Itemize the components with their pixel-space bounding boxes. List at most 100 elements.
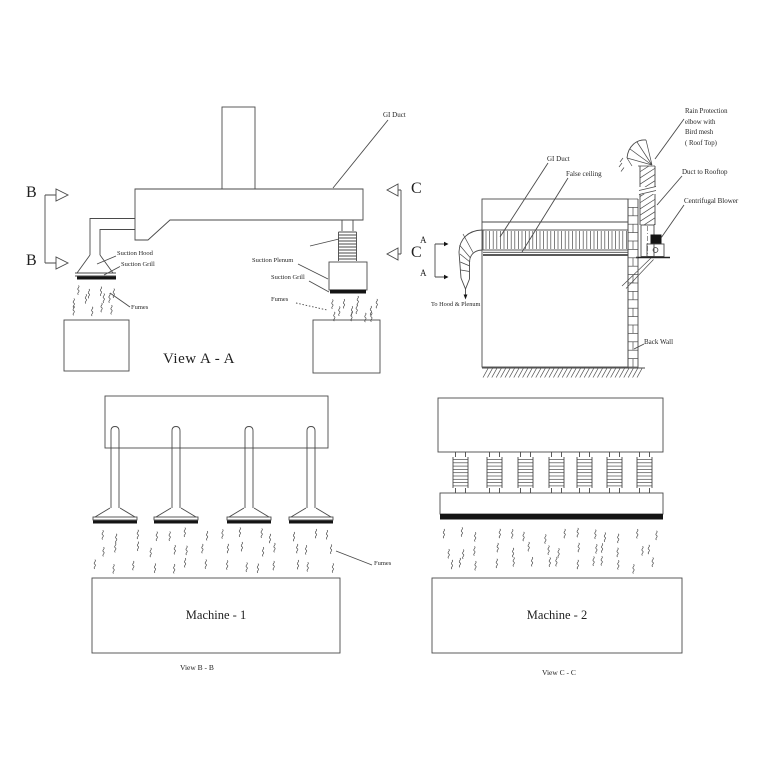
label-to-hood-plenum: To Hood & Plenum — [431, 301, 481, 308]
fume-squiggle — [101, 530, 104, 540]
machine-2-box — [431, 577, 683, 654]
machine-1-box — [91, 577, 341, 654]
fume-squiggle — [647, 544, 650, 555]
fume-squiggle — [184, 557, 187, 568]
hood-side — [290, 507, 332, 518]
fume-squiggle — [512, 557, 515, 567]
fume-squiggle — [315, 528, 317, 539]
spring-neck — [639, 452, 650, 493]
fume-squiggle — [547, 545, 550, 555]
fume-squiggle — [114, 542, 117, 553]
platform-strut — [621, 257, 654, 289]
fume-squiggle — [273, 542, 276, 553]
ground-hatch — [619, 368, 625, 378]
fume-squiggle — [87, 288, 90, 299]
ground-hatch — [566, 368, 572, 378]
fume-squiggle — [331, 299, 334, 310]
fume-squiggle — [293, 531, 295, 542]
ground-hatch — [517, 368, 524, 378]
fume-squiggle — [474, 560, 477, 571]
fume-squiggle — [600, 556, 603, 566]
duct-stripe — [644, 180, 655, 187]
section-b-bracket — [44, 194, 56, 264]
fume-squiggle — [84, 294, 87, 304]
ground-hatch — [561, 368, 568, 378]
fume-squiggle — [245, 562, 248, 573]
view-c-linework — [431, 397, 683, 654]
label-back-wall: Back Wall — [644, 338, 674, 346]
header-duct — [104, 395, 329, 449]
duct-stripe — [640, 205, 655, 216]
ground-hatch — [548, 368, 555, 378]
hood-brim — [226, 516, 272, 521]
section-letter-a-bottom: A — [420, 268, 427, 278]
fume-squiggle — [173, 544, 176, 555]
fume-squiggle — [527, 541, 530, 552]
ground-hatch — [553, 368, 559, 378]
leader-gi-duct-side — [499, 162, 549, 238]
leader-suction-hood — [96, 255, 117, 265]
gi-duct-run — [482, 229, 629, 251]
label-gi-duct-side: GI Duct — [547, 155, 570, 163]
lower-plenum — [439, 492, 664, 515]
fume-squiggle — [512, 547, 515, 558]
ground-hatch — [575, 368, 581, 378]
section-a-arrow-top — [444, 241, 449, 247]
header-plenum — [437, 397, 664, 453]
fume-squiggle — [356, 295, 359, 306]
rain-line-3: Bird mesh — [685, 129, 714, 136]
fume-squiggle — [91, 306, 94, 317]
machine-block-right — [312, 319, 381, 374]
fume-squiggle — [350, 311, 353, 322]
fume-squiggle — [240, 541, 243, 552]
hood-side — [94, 507, 136, 518]
fume-squiggle — [260, 528, 263, 539]
ground-hatch — [522, 368, 528, 378]
ground-hatch — [544, 368, 550, 378]
label-fumes-right-a: Fumes — [271, 296, 289, 303]
duct-stripe — [640, 167, 655, 179]
fume-squiggle — [149, 547, 152, 558]
fume-squiggle — [154, 563, 156, 574]
label-suction-hood: Suction Hood — [117, 250, 153, 257]
fume-squiggle — [595, 544, 598, 554]
section-b-arrow-top — [55, 188, 70, 202]
spring-neck — [520, 452, 531, 493]
fume-squiggle — [173, 563, 176, 574]
duct-stripe — [640, 198, 655, 210]
spring-neck — [609, 452, 620, 493]
ground-hatch — [588, 368, 594, 378]
fume-squiggle — [306, 562, 309, 572]
drop-elbow-tip — [460, 277, 470, 291]
duct-stripe — [643, 217, 655, 225]
ground-hatch — [557, 368, 564, 378]
section-b-arrow-bottom — [55, 256, 70, 270]
hood-grill — [289, 520, 333, 524]
ground-hatch — [601, 368, 608, 378]
drop-elbow-segments — [459, 233, 474, 272]
leader-flex-connector — [309, 238, 340, 247]
fume-squiggle — [256, 563, 259, 574]
ground-hatch — [487, 368, 493, 378]
hood-grill — [93, 520, 137, 524]
fume-squiggle — [370, 312, 373, 322]
fume-squiggle — [77, 285, 80, 295]
fume-squiggle — [601, 543, 604, 553]
section-c-bracket — [398, 189, 402, 255]
fume-squiggle — [576, 559, 579, 570]
ground-hatch — [504, 368, 511, 378]
ground-hatch — [531, 368, 537, 378]
fume-squiggle — [338, 306, 341, 317]
section-a-arrow-bottom — [444, 274, 449, 280]
rooftop-duct-outline — [639, 166, 656, 225]
leader-fumes-left — [109, 292, 131, 308]
room-outline — [481, 198, 629, 368]
fume-squiggle — [136, 529, 139, 540]
label-duct-to-rooftop: Duct to Rooftop — [682, 168, 728, 176]
branch-duct — [89, 218, 135, 255]
fume-squiggle — [498, 528, 501, 539]
blower-inlet — [652, 247, 659, 253]
section-letter-a-top: A — [420, 235, 427, 245]
fume-squiggle — [326, 529, 328, 540]
